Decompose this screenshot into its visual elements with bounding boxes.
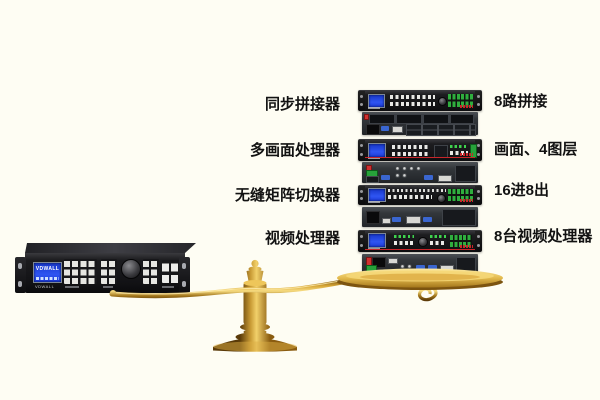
- panel-print: [65, 286, 79, 288]
- sync-splicer-rear-panel: [362, 112, 478, 136]
- button-row: [392, 145, 430, 149]
- label-sync-splicer: 同步拼接器: [264, 96, 340, 113]
- control-knob: [437, 194, 446, 203]
- vga-port: [424, 175, 433, 180]
- value-8-way-splicing: 8路拼接: [494, 93, 548, 110]
- label-seamless-matrix-switcher: 无缝矩阵切换器: [234, 187, 340, 204]
- button-row: [450, 151, 468, 155]
- sync-splicer-front-panel: [358, 90, 482, 111]
- audio-port: [388, 258, 398, 264]
- value-16-in-8-out: 16进8出: [494, 182, 550, 199]
- button-cluster-far-right: [162, 260, 179, 283]
- brand-print: [368, 107, 380, 109]
- panel-print: [162, 286, 174, 288]
- scale-pedestal: [213, 259, 297, 352]
- green-led-row: [394, 235, 414, 238]
- dvi-port: [438, 175, 452, 182]
- vga-port: [423, 217, 432, 222]
- control-knob: [438, 97, 447, 106]
- bnc-connectors: [400, 264, 414, 270]
- dvi-port: [440, 265, 454, 272]
- button-row: [388, 195, 432, 199]
- lcd-screen: [368, 233, 386, 248]
- vga-port: [416, 265, 425, 270]
- multi-picture-processor-front-panel: [358, 139, 482, 161]
- lcd-screen: [368, 188, 386, 202]
- model-print-red: [460, 153, 473, 156]
- vga-port: [381, 175, 390, 180]
- expansion-slot: [455, 165, 476, 182]
- expansion-slot: [456, 257, 476, 273]
- model-print-red: [460, 245, 473, 248]
- video-processor-rear-panel: [362, 254, 478, 274]
- output-card-slots: [406, 124, 476, 136]
- rack-ear-right: [179, 257, 190, 293]
- button-cluster-left: [64, 259, 97, 284]
- rack-ear-left: [358, 91, 365, 110]
- button-row: [390, 102, 435, 106]
- red-accent-line: [365, 249, 475, 250]
- button-row: [390, 95, 435, 99]
- vga-port: [428, 265, 437, 270]
- value-8-video-processors: 8台视频处理器: [494, 228, 593, 245]
- power-socket: [366, 124, 380, 135]
- rack-ear-right: [475, 186, 482, 204]
- device-top-face: [25, 243, 196, 253]
- panel-print: [103, 286, 113, 288]
- usb-port: [382, 218, 391, 224]
- brand-print: [368, 201, 380, 203]
- dvi-port: [392, 126, 403, 133]
- vga-port: [392, 217, 401, 222]
- green-led-block: [448, 189, 474, 201]
- matrix-switcher-front-panel: [358, 185, 482, 205]
- vga-port: [381, 126, 389, 131]
- multi-picture-processor-rear-panel: [362, 162, 478, 183]
- label-multi-picture-processor: 多画面处理器: [249, 142, 340, 159]
- matrix-switcher-rear-panel: [362, 207, 478, 227]
- rack-ear-right: [475, 140, 482, 160]
- indicator-row: [388, 189, 446, 192]
- rack-ear-left: [358, 186, 365, 204]
- vent-modules: [369, 114, 474, 124]
- beam-scroll-curl: [415, 278, 438, 302]
- brand-print: [368, 157, 380, 159]
- button-row: [430, 241, 446, 245]
- green-led-row: [430, 235, 446, 238]
- rack-ear-right: [475, 91, 482, 110]
- ethernet-ports: [366, 176, 379, 183]
- lcd-screen: VDWALL: [33, 262, 62, 283]
- model-print-red: [460, 199, 473, 202]
- power-socket: [372, 257, 386, 268]
- label-video-processor: 视频处理器: [264, 230, 340, 247]
- video-processor-front-panel: [358, 230, 482, 252]
- lcd-screen: [368, 94, 385, 108]
- rack-ear-left: [15, 257, 26, 293]
- expansion-slot: [442, 209, 476, 226]
- power-socket: [366, 211, 380, 224]
- button-cluster-right: [143, 259, 159, 284]
- rack-ear-right: [475, 231, 482, 251]
- panel-brand-text: VDWALL: [35, 284, 55, 289]
- green-led-row: [450, 145, 468, 148]
- lcd-screen: [368, 143, 386, 158]
- rack-ear-left: [358, 140, 365, 160]
- green-led-block: [450, 235, 472, 247]
- button-row: [392, 152, 430, 156]
- button-cluster-mid: [101, 259, 117, 284]
- value-4-layers: 画面、4图层: [494, 141, 578, 158]
- rack-ear-left: [358, 231, 365, 251]
- bnc-connectors: [395, 166, 421, 179]
- control-knob: [418, 237, 428, 247]
- large-video-processor: VDWALL VDWALL: [15, 243, 196, 295]
- jog-knob: [121, 259, 141, 279]
- lcd-text-line: [36, 277, 59, 280]
- model-print-red: [460, 105, 473, 108]
- green-led-block: [448, 94, 473, 107]
- red-accent-line: [365, 157, 475, 158]
- power-terminal: [366, 265, 377, 272]
- dvi-port: [406, 216, 421, 224]
- lcd-brand-text: VDWALL: [35, 266, 60, 272]
- power-switch: [364, 114, 369, 120]
- button-row: [394, 241, 414, 245]
